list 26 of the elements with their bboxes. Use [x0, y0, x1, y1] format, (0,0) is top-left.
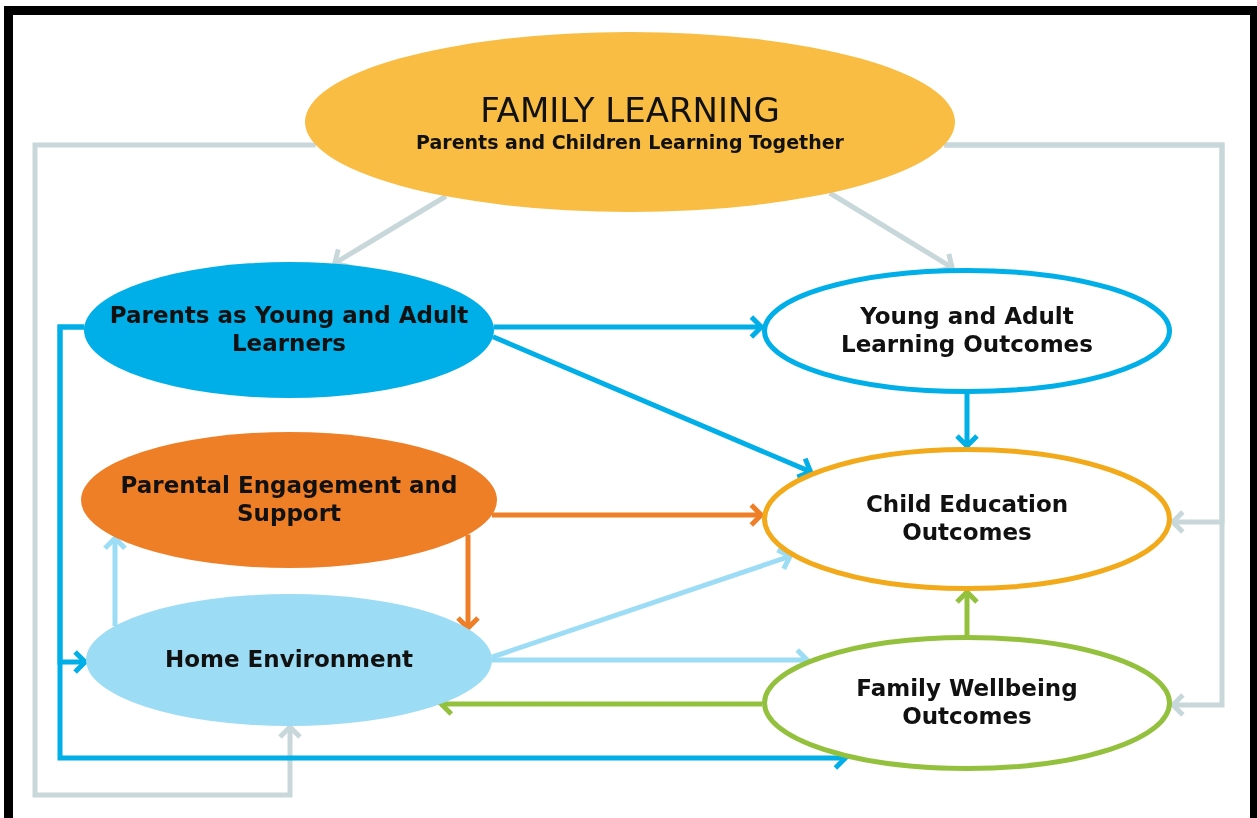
- oval-node: [762, 447, 1172, 591]
- oval-node: [762, 635, 1172, 771]
- arrow: [493, 314, 764, 340]
- node-label: Parents as Young and Adult Learners: [109, 302, 469, 358]
- arrow: [32, 142, 316, 798]
- arrow: [492, 334, 813, 480]
- node-label: Parental Engagement and Support: [119, 472, 459, 528]
- arrow: [491, 502, 764, 528]
- arrow: [102, 535, 128, 626]
- oval-node: [305, 32, 955, 212]
- oval-node: [762, 268, 1172, 394]
- node-label: Young and Adult Learning Outcomes: [840, 303, 1094, 359]
- node-label: Home Environment: [164, 646, 413, 674]
- arrow: [455, 534, 481, 631]
- arrow: [944, 142, 1225, 718]
- node-label: Family Wellbeing Outcomes: [855, 675, 1079, 731]
- oval-node: [84, 262, 494, 398]
- oval-node: [86, 594, 492, 726]
- oval-node: [81, 432, 497, 568]
- node-label: Child Education Outcomes: [864, 491, 1070, 547]
- subheading: Parents and Children Learning Together: [416, 131, 844, 154]
- arrow: [954, 589, 980, 635]
- arrow: [954, 394, 980, 449]
- arrow: [57, 324, 848, 771]
- diagram-heading: FAMILY LEARNING: [480, 90, 780, 131]
- arrow: [491, 547, 793, 660]
